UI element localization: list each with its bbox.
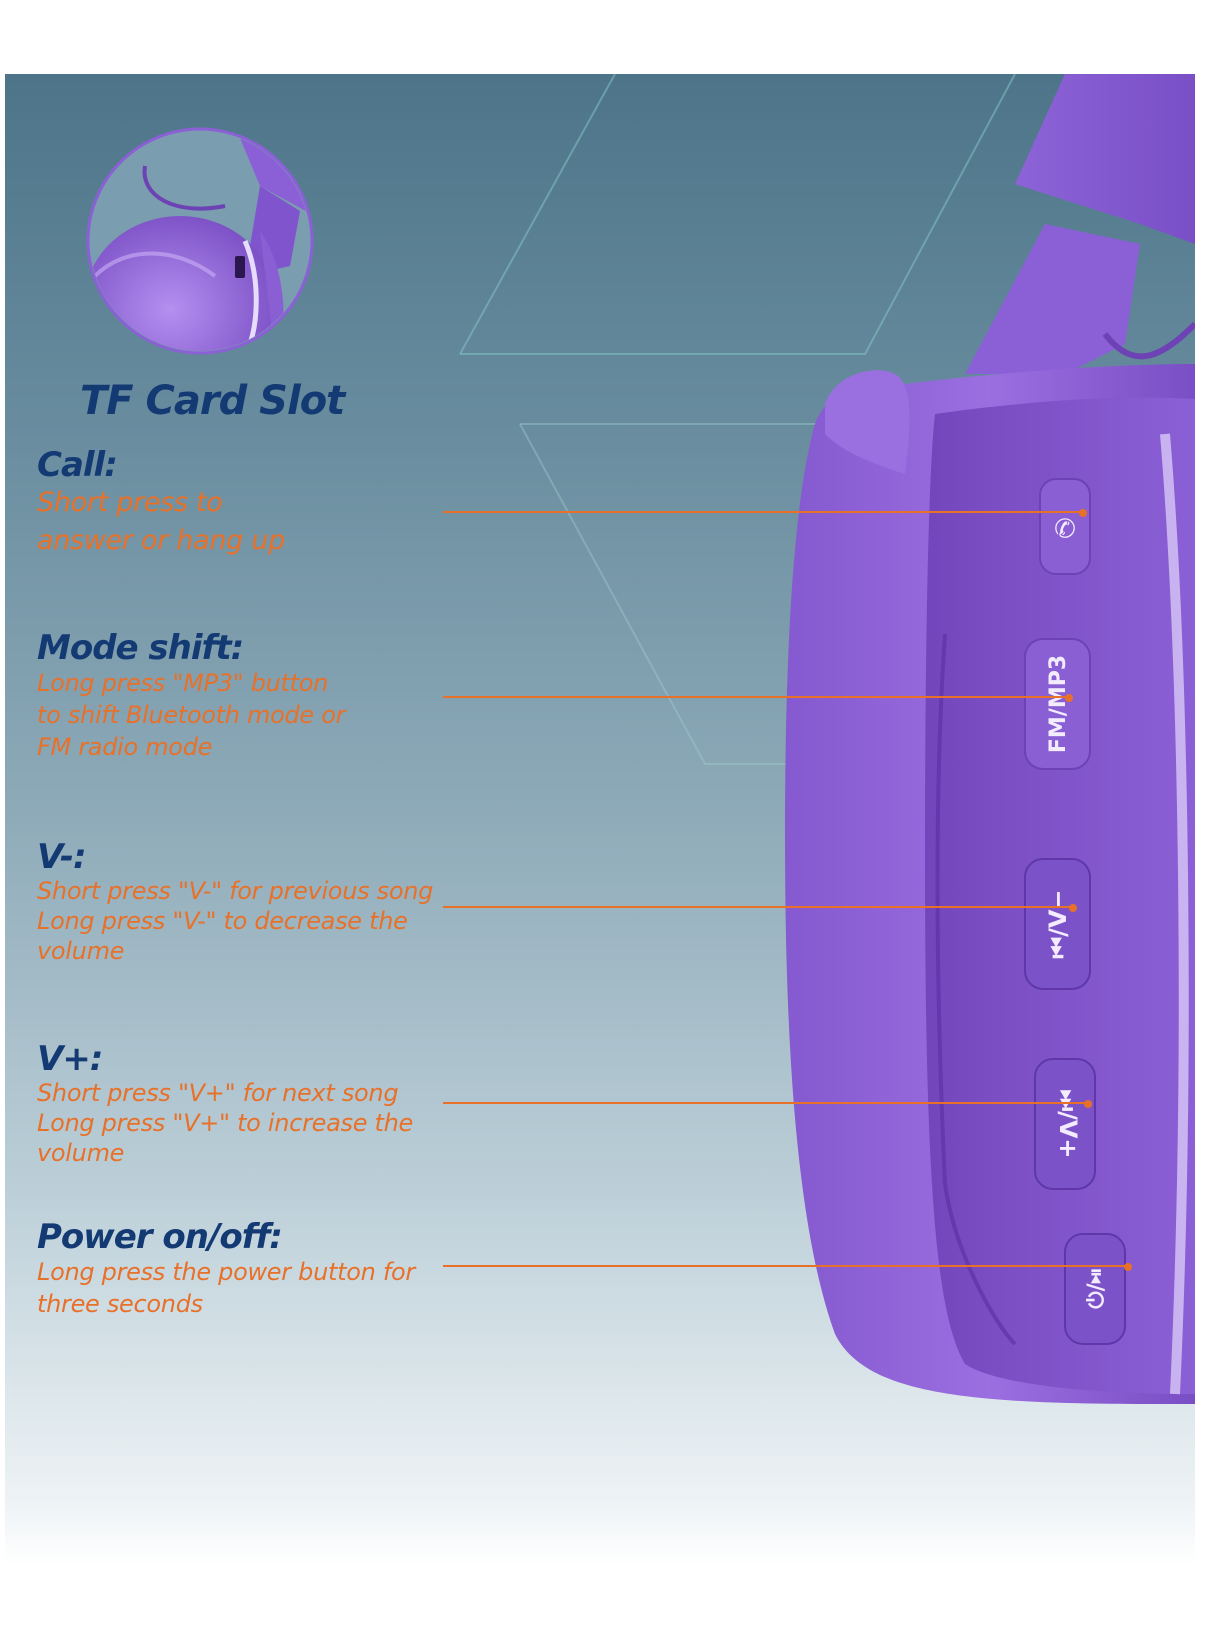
call-description: Short press to answer or hang up — [37, 487, 285, 556]
call-heading: Call: — [37, 445, 118, 485]
volume-up-button-label[interactable]: ⏭/V+ — [1054, 1089, 1082, 1158]
mode-button-label[interactable]: FM/MP3 — [1046, 655, 1071, 753]
volume-up-heading: V+: — [37, 1039, 103, 1079]
volume-up-callout-line — [443, 1102, 1088, 1104]
volume-down-callout-line — [443, 906, 1073, 908]
volume-down-heading: V-: — [37, 837, 87, 877]
volume-down-button-label[interactable]: ⏮/V− — [1044, 889, 1072, 958]
volume-down-description: Short press "V-" for previous song Long … — [37, 877, 434, 965]
volume-up-description: Short press "V+" for next song Long pres… — [37, 1079, 413, 1167]
call-callout-line — [443, 511, 1083, 513]
power-button-label[interactable]: ⏻/⏯ — [1084, 1269, 1109, 1309]
power-description: Long press the power button for three se… — [37, 1258, 415, 1318]
mode-shift-feature: Mode shift: Long press "MP3" button to s… — [37, 629, 345, 763]
volume-down-callout-dot — [1069, 904, 1077, 912]
mode-callout-dot — [1065, 694, 1073, 702]
button-labels: ✆ FM/MP3 ⏮/V− ⏭/V+ ⏻/⏯ — [1044, 515, 1109, 1309]
power-callout-line — [443, 1265, 1128, 1267]
mode-shift-description: Long press "MP3" button to shift Bluetoo… — [37, 669, 346, 761]
power-heading: Power on/off: — [37, 1217, 283, 1257]
product-feature-panel: ✆ FM/MP3 ⏮/V− ⏭/V+ ⏻/⏯ TF Card Slot C — [5, 74, 1195, 1564]
tf-card-slot-inset — [86, 127, 314, 355]
headphone-earcup-illustration — [785, 74, 1195, 1404]
power-feature: Power on/off: Long press the power butto… — [37, 1218, 415, 1320]
tf-card-slot-title: TF Card Slot — [80, 378, 345, 424]
volume-up-callout-dot — [1084, 1100, 1092, 1108]
mode-callout-line — [443, 696, 1069, 698]
call-feature: Call: Short press to answer or hang up — [37, 446, 285, 560]
call-callout-dot — [1079, 509, 1087, 517]
call-button-icon[interactable]: ✆ — [1054, 515, 1076, 545]
power-callout-dot — [1124, 1263, 1132, 1271]
volume-down-feature: V-: Short press "V-" for previous song L… — [37, 838, 433, 966]
mode-shift-heading: Mode shift: — [37, 628, 244, 668]
volume-up-feature: V+: Short press "V+" for next song Long … — [37, 1040, 413, 1168]
